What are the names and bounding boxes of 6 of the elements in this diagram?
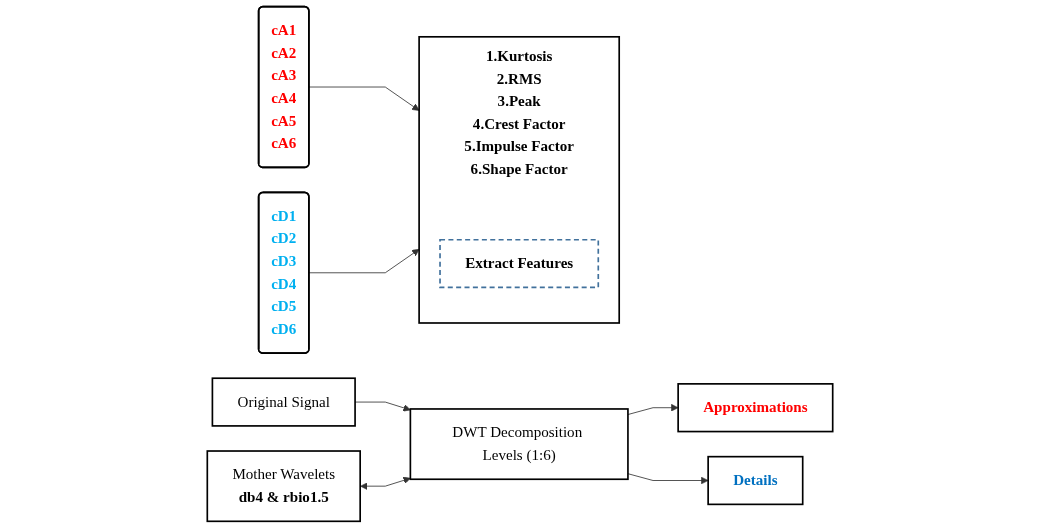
- node-box: Mother Wavelets db4 & rbio1.5: [206, 450, 361, 523]
- node-box: Extract Features: [439, 238, 600, 289]
- node-box: Approximations: [677, 383, 834, 433]
- node-box: Original Signal: [211, 377, 356, 427]
- node-box: Details: [707, 455, 804, 506]
- node-box: DWT Decomposition Levels (1:6): [409, 408, 629, 481]
